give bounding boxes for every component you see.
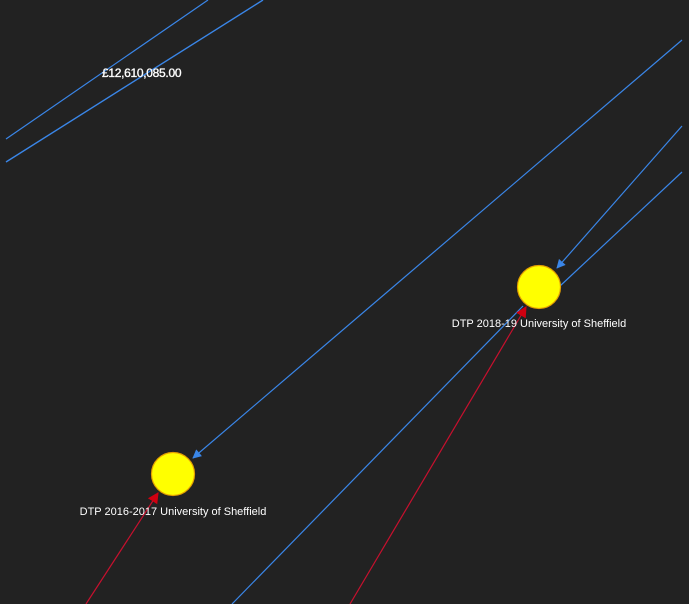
edges xyxy=(5,0,683,604)
funding-edge[interactable] xyxy=(556,125,683,269)
node-circle[interactable] xyxy=(150,451,196,497)
graph-node[interactable]: DTP 2018-19 University of Sheffield xyxy=(452,264,626,331)
funding-edge[interactable] xyxy=(559,171,683,287)
edge-amount-label: £12,610,085.00 xyxy=(102,66,182,80)
graph-node[interactable]: DTP 2016-2017 University of Sheffield xyxy=(80,451,267,519)
red-edge[interactable] xyxy=(85,492,159,604)
node-circle[interactable] xyxy=(516,264,562,310)
node-label: DTP 2016-2017 University of Sheffield xyxy=(80,506,267,518)
funding-edge[interactable] xyxy=(231,305,524,604)
red-edge[interactable] xyxy=(349,306,527,604)
node-label: DTP 2018-19 University of Sheffield xyxy=(452,318,626,330)
funding-edge[interactable] xyxy=(5,0,209,140)
funding-edge[interactable] xyxy=(5,0,264,163)
funding-edge[interactable] xyxy=(192,39,683,459)
